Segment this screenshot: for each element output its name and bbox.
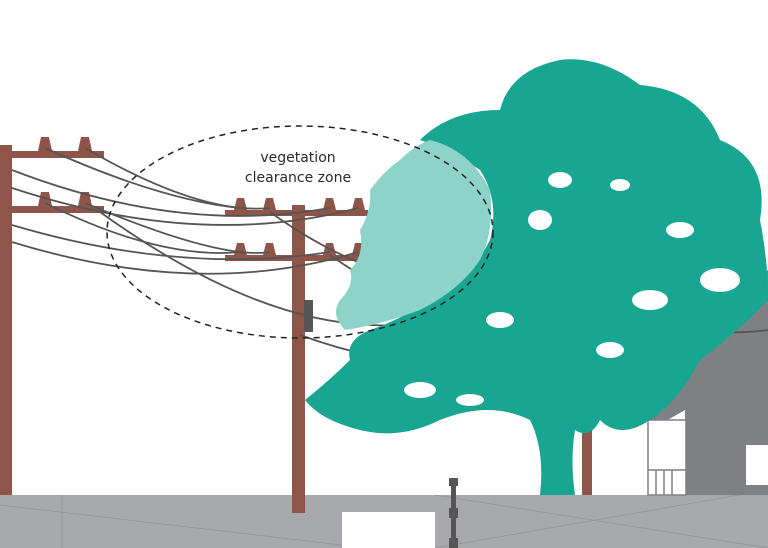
clearance-zone-label-line1: vegetation [260,150,336,166]
clearance-zone-label-line2: clearance zone [244,170,352,186]
bollard [449,478,458,548]
clearance-zone-label: vegetation clearance zone [218,148,378,188]
power-pole-left [0,137,104,495]
vegetation-clearance-zone-outline [106,125,494,339]
power-pole-middle [225,198,368,513]
ground [0,489,768,548]
tree [305,59,768,496]
tree-branch-in-clearance-zone [336,140,492,330]
